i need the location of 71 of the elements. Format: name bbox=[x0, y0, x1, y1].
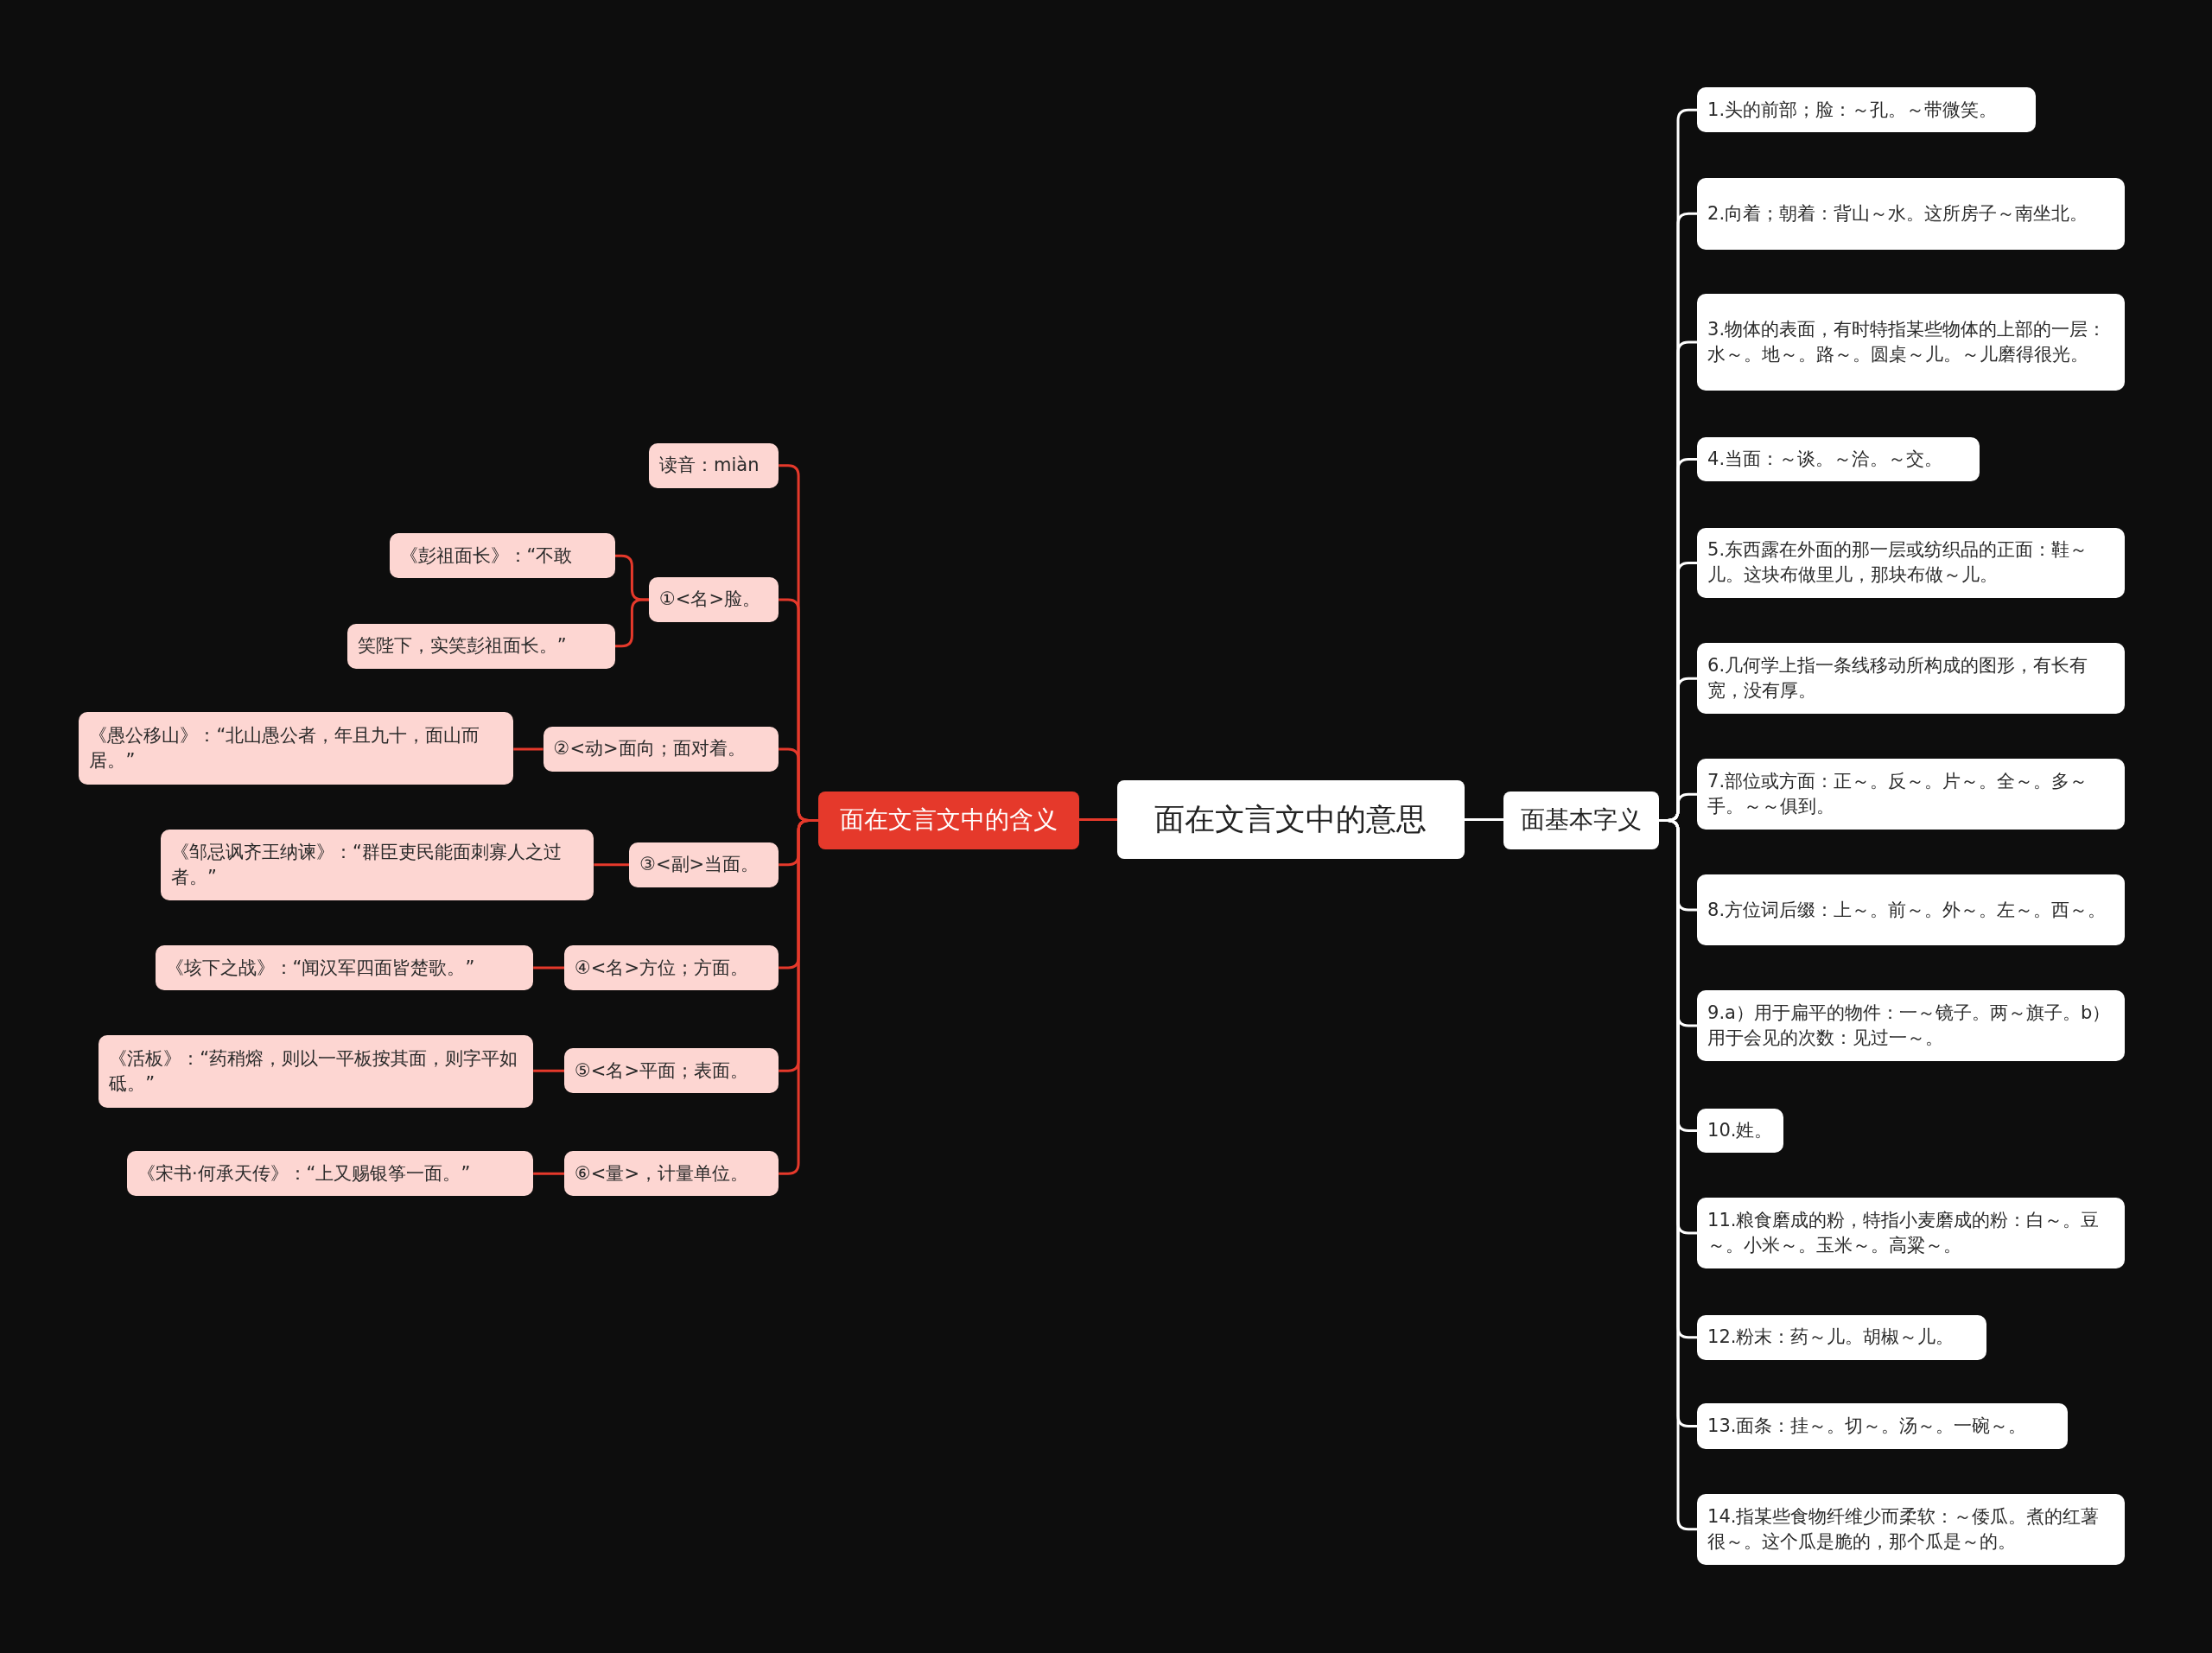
central-topic-box bbox=[1117, 779, 1465, 860]
topic-text: 《愚公移山》：“北山愚公者，年且九十，面山而居。” bbox=[89, 724, 481, 773]
subtopic-box bbox=[564, 1151, 779, 1197]
branch-topic-box bbox=[1503, 791, 1659, 849]
subtopic-box bbox=[1697, 1109, 1783, 1153]
subtopic-box bbox=[1697, 990, 2125, 1061]
topic-text: ⑤<名>平面；表面。 bbox=[575, 1059, 749, 1083]
topic-text: 6.几何学上指一条线移动所构成的图形，有长有宽，没有厚。 bbox=[1707, 654, 2089, 703]
topic-text: 2.向着；朝着：背山～水。这所房子～南坐北。 bbox=[1707, 201, 2088, 226]
connector-line bbox=[533, 1069, 565, 1072]
subtopic-box bbox=[629, 842, 779, 887]
connector-line bbox=[533, 966, 565, 970]
connector-line bbox=[594, 863, 630, 867]
subtopic-box bbox=[1697, 1403, 2069, 1449]
subtopic-box bbox=[1697, 87, 2036, 133]
topic-text: 读音：miàn bbox=[659, 454, 760, 478]
subtopic-box bbox=[649, 442, 779, 488]
topic-text: 8.方位词后缀：上～。前～。外～。左～。西～。 bbox=[1707, 898, 2107, 922]
subtopic-box bbox=[346, 623, 615, 669]
topic-text: 《宋书·何承天传》：“上又赐银筝一面。” bbox=[137, 1161, 471, 1186]
topic-text: 1.头的前部；脸：～孔。～带微笑。 bbox=[1707, 98, 1998, 122]
subtopic-box bbox=[389, 533, 615, 579]
topic-text: 《活板》：“药稍熔，则以一平板按其面，则字平如砥。” bbox=[109, 1047, 519, 1096]
subtopic-box bbox=[161, 830, 594, 900]
topic-text: ④<名>方位；方面。 bbox=[575, 956, 749, 980]
connector-line bbox=[533, 1172, 565, 1175]
subtopic-box bbox=[1697, 527, 2125, 599]
subtopic-box bbox=[1697, 643, 2125, 715]
connector-line bbox=[614, 598, 649, 648]
topic-text: 10.姓。 bbox=[1707, 1119, 1773, 1143]
topic-text: 《垓下之战》：“闻汉军四面皆楚歌。” bbox=[165, 956, 475, 980]
subtopic-box bbox=[126, 1151, 534, 1197]
connector-line bbox=[1464, 818, 1504, 822]
topic-text: 笑陛下，实笑彭祖面长。” bbox=[357, 634, 567, 658]
connector-line bbox=[513, 747, 543, 751]
subtopic-box bbox=[543, 726, 779, 772]
subtopic-box bbox=[1697, 1198, 2125, 1268]
topic-text: 面在文言文中的意思 bbox=[1154, 801, 1427, 839]
subtopic-box bbox=[155, 944, 534, 991]
subtopic-box bbox=[564, 944, 779, 991]
topic-text: 4.当面：～谈。～洽。～交。 bbox=[1707, 447, 1943, 471]
topic-text: 14.指某些食物纤维少而柔软：～倭瓜。煮的红薯很～。这个瓜是脆的，那个瓜是～的。 bbox=[1707, 1504, 2101, 1554]
subtopic-box bbox=[1697, 1314, 1986, 1360]
subtopic-box bbox=[99, 1035, 534, 1108]
subtopic-box bbox=[79, 712, 514, 785]
topic-text: 9.a）用于扁平的物件：一～镜子。两～旗子。b）用于会见的次数：见过一～。 bbox=[1707, 1001, 2112, 1050]
subtopic-box bbox=[649, 576, 779, 622]
subtopic-box bbox=[1697, 293, 2125, 391]
topic-text: ①<名>脸。 bbox=[659, 588, 761, 612]
topic-text: 11.粮食磨成的粉，特指小麦磨成的粉：白～。豆～。小米～。玉米～。高粱～。 bbox=[1707, 1208, 2101, 1257]
subtopic-box bbox=[1697, 759, 2125, 830]
topic-text: ⑥<量>，计量单位。 bbox=[575, 1161, 749, 1186]
branch-topic-box bbox=[817, 791, 1079, 849]
subtopic-box bbox=[1697, 874, 2125, 945]
connector-line bbox=[1079, 818, 1118, 822]
topic-text: 13.面条：挂～。切～。汤～。一碗～。 bbox=[1707, 1415, 2027, 1439]
subtopic-box bbox=[1697, 1493, 2125, 1565]
subtopic-box bbox=[1697, 437, 1980, 481]
topic-text: 5.东西露在外面的那一层或纺织品的正面：鞋～儿。这块布做里儿，那块布做～儿。 bbox=[1707, 538, 2089, 588]
topic-text: ②<动>面向；面对着。 bbox=[553, 737, 746, 761]
topic-text: 3.物体的表面，有时特指某些物体的上部的一层：水～。地～。路～。圆桌～儿。～儿磨得很光。 bbox=[1707, 317, 2107, 366]
topic-text: 面在文言文中的含义 bbox=[839, 804, 1058, 836]
topic-text: 《邹忌讽齐王纳谏》：“群臣吏民能面刺寡人之过者。” bbox=[171, 840, 563, 889]
topic-text: 12.粉末：药～儿。胡椒～儿。 bbox=[1707, 1326, 1955, 1350]
subtopic-box bbox=[564, 1048, 779, 1094]
topic-text: ③<副>当面。 bbox=[639, 853, 760, 877]
subtopic-box bbox=[1697, 177, 2125, 250]
topic-text: 面基本字义 bbox=[1521, 804, 1643, 836]
topic-text: 7.部位或方面：正～。反～。片～。全～。多～手。～～俱到。 bbox=[1707, 770, 2089, 819]
topic-text: 《彭祖面长》：“不敢 bbox=[399, 544, 573, 568]
connector-line bbox=[779, 818, 818, 1175]
